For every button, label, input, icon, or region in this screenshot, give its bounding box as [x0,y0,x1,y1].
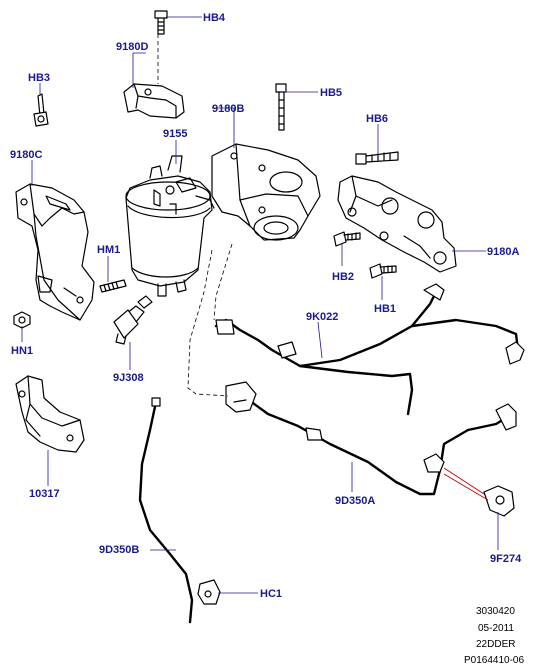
label-10317: 10317 [29,488,60,500]
line-art [13,10,525,624]
label-9k022: 9K022 [306,311,338,323]
label-hm1: HM1 [97,244,120,256]
label-hb4: HB4 [203,12,226,24]
bolt-hb1 [369,263,397,279]
clip-9f274 [483,485,515,517]
label-hc1: HC1 [260,588,282,600]
label-9d350a: 9D350A [335,495,375,507]
footer-line-3: 22DDER [476,639,515,650]
label-hb5: HB5 [320,87,342,99]
bracket-9180d [123,83,185,119]
label-hb6: HB6 [366,113,388,125]
phantom-lines [157,34,233,397]
bolt-hb3 [33,93,49,127]
label-9f274: 9F274 [490,553,522,565]
label-9180a: 9180A [487,246,519,258]
footer-line-2: 05-2011 [478,623,514,634]
footer-line-1: 3030420 [476,606,515,617]
label-9180d: 9180D [116,41,148,53]
sensor-9j308 [113,295,153,345]
bolt-hb5 [275,83,287,131]
hose-9d350b [138,397,194,624]
label-9j308: 9J308 [113,372,144,384]
footer-line-4: P0164410-06 [464,655,524,666]
label-hb2: HB2 [332,271,354,283]
bolt-hb2 [333,231,361,247]
footer-block: 3030420 05-2011 22DDER P0164410-06 [464,606,524,666]
pipe-9k022 [214,283,525,416]
stud-hm1 [99,279,127,293]
nut-hn1 [13,311,31,329]
label-9180b: 9180B [212,103,244,115]
bracket-10317 [15,375,85,453]
bracket-9180c [15,183,95,321]
bracket-9180a [337,175,457,273]
label-9180c: 9180C [10,149,42,161]
red-leaders [443,467,489,501]
bolt-hb4 [154,10,168,35]
clip-hc1 [197,579,221,605]
bracket-9180b [211,143,321,241]
bolt-hb6 [355,151,399,165]
label-9d350b: 9D350B [99,544,139,556]
label-hb1: HB1 [374,303,396,315]
fuel-filter [125,155,215,297]
part-labels: HB4 9180D HB3 HB5 9180B 9155 9180C HB6 H… [10,12,522,600]
label-hb3: HB3 [28,72,50,84]
label-hn1: HN1 [11,345,33,357]
label-9155: 9155 [163,128,187,140]
pipe-9d350a [225,381,517,496]
leader-lines [21,16,499,594]
